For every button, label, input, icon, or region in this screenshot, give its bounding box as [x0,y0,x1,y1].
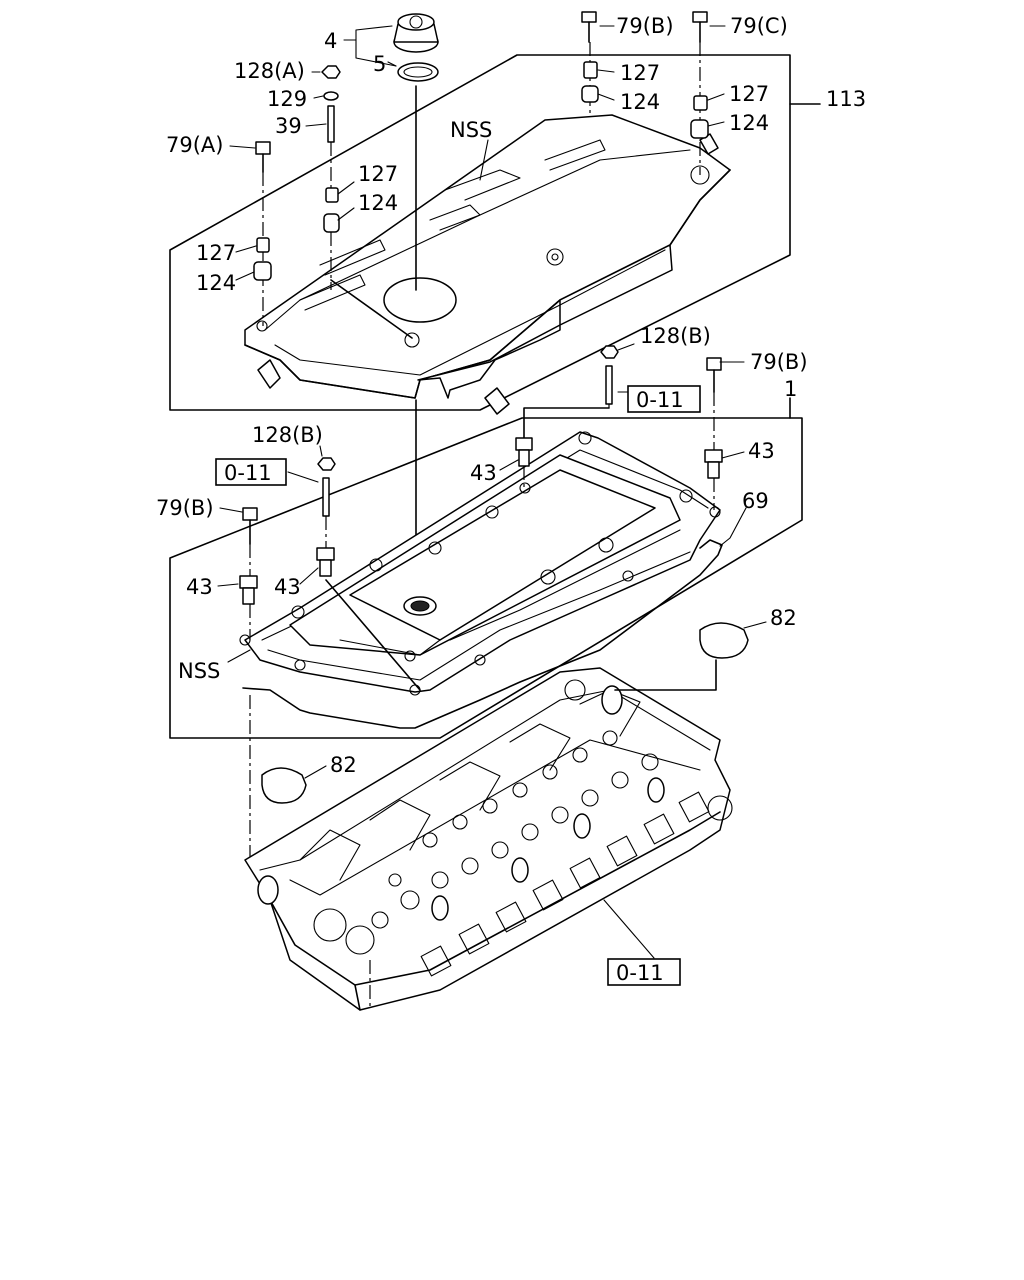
cylinder-head [244,667,733,1011]
callout-79b-left: 79(B) [156,496,214,520]
callout-124-top-mid: 124 [620,90,660,114]
callout-69: 69 [742,489,769,513]
callout-127-left: 127 [196,241,236,265]
callout-79c-top: 79(C) [730,14,788,38]
collar-127 [325,187,339,203]
bolt-43-right [704,449,723,479]
callout-129: 129 [267,87,307,111]
callout-43-left: 43 [186,575,213,599]
grommet-124 [690,119,709,139]
callout-nss-cover: NSS [450,118,492,142]
callout-79a: 79(A) [166,133,223,157]
callout-5: 5 [373,52,386,76]
callout-82-right: 82 [770,606,797,630]
bolt-79a [255,141,271,173]
rocker-cover [244,114,731,415]
bolt-79b-left [242,507,258,545]
half-moon-plug-left [261,767,307,804]
bolt-79c-top [692,11,708,43]
grommet-124 [581,85,599,103]
callout-39: 39 [275,114,302,138]
grommet-124 [323,213,340,233]
bolt-79b-top [581,11,597,43]
o-ring [397,62,439,82]
callout-128b-upper: 128(B) [640,324,711,348]
callout-4: 4 [324,29,337,53]
ref-box-head [607,958,681,986]
collar-127 [583,61,598,79]
callout-128a: 128(A) [234,59,305,83]
callout-124-left: 124 [196,271,236,295]
oil-filler-cap [393,13,439,53]
bolt-79b-right [706,357,722,393]
group-frame-113 [169,54,791,411]
callout-79b-top: 79(B) [616,14,674,38]
callout-128b-left: 128(B) [252,423,323,447]
nut-128a [321,65,341,79]
callout-nss-gasket: NSS [178,659,220,683]
ref-0-11-upper: 0-11 [636,388,684,412]
bolt-43-mid [515,437,533,467]
ref-0-11-head: 0-11 [616,961,664,985]
gasket-69 [242,539,723,729]
callout-124-top-right: 124 [729,111,769,135]
valve-cover [239,431,721,696]
ref-box-upper [627,385,701,413]
callout-43-mid: 43 [470,461,497,485]
callout-43-right: 43 [748,439,775,463]
ref-0-11-left: 0-11 [224,461,272,485]
callout-82-left: 82 [330,753,357,777]
callout-79b-right: 79(B) [750,350,808,374]
collar-127 [256,237,270,253]
grommet-124 [253,261,272,281]
group-frame-1 [169,417,803,739]
washer-129 [323,91,339,101]
nut-128b-upper [600,345,619,359]
bolt-43-left [239,575,258,605]
stud-upper [605,365,613,405]
callout-124-mid: 124 [358,191,398,215]
collar-127 [693,95,708,111]
nut-128b-left [317,457,336,471]
stud-39 [327,105,335,143]
half-moon-plug-right [699,622,749,659]
stud-left [322,477,330,517]
callout-127-mid: 127 [358,162,398,186]
callout-1: 1 [784,377,797,401]
callout-43-inner: 43 [274,575,301,599]
callout-127-top-mid: 127 [620,61,660,85]
callout-127-top-right: 127 [729,82,769,106]
bolt-43-inner [316,547,335,577]
ref-box-left [215,458,287,486]
callout-113: 113 [826,87,866,111]
